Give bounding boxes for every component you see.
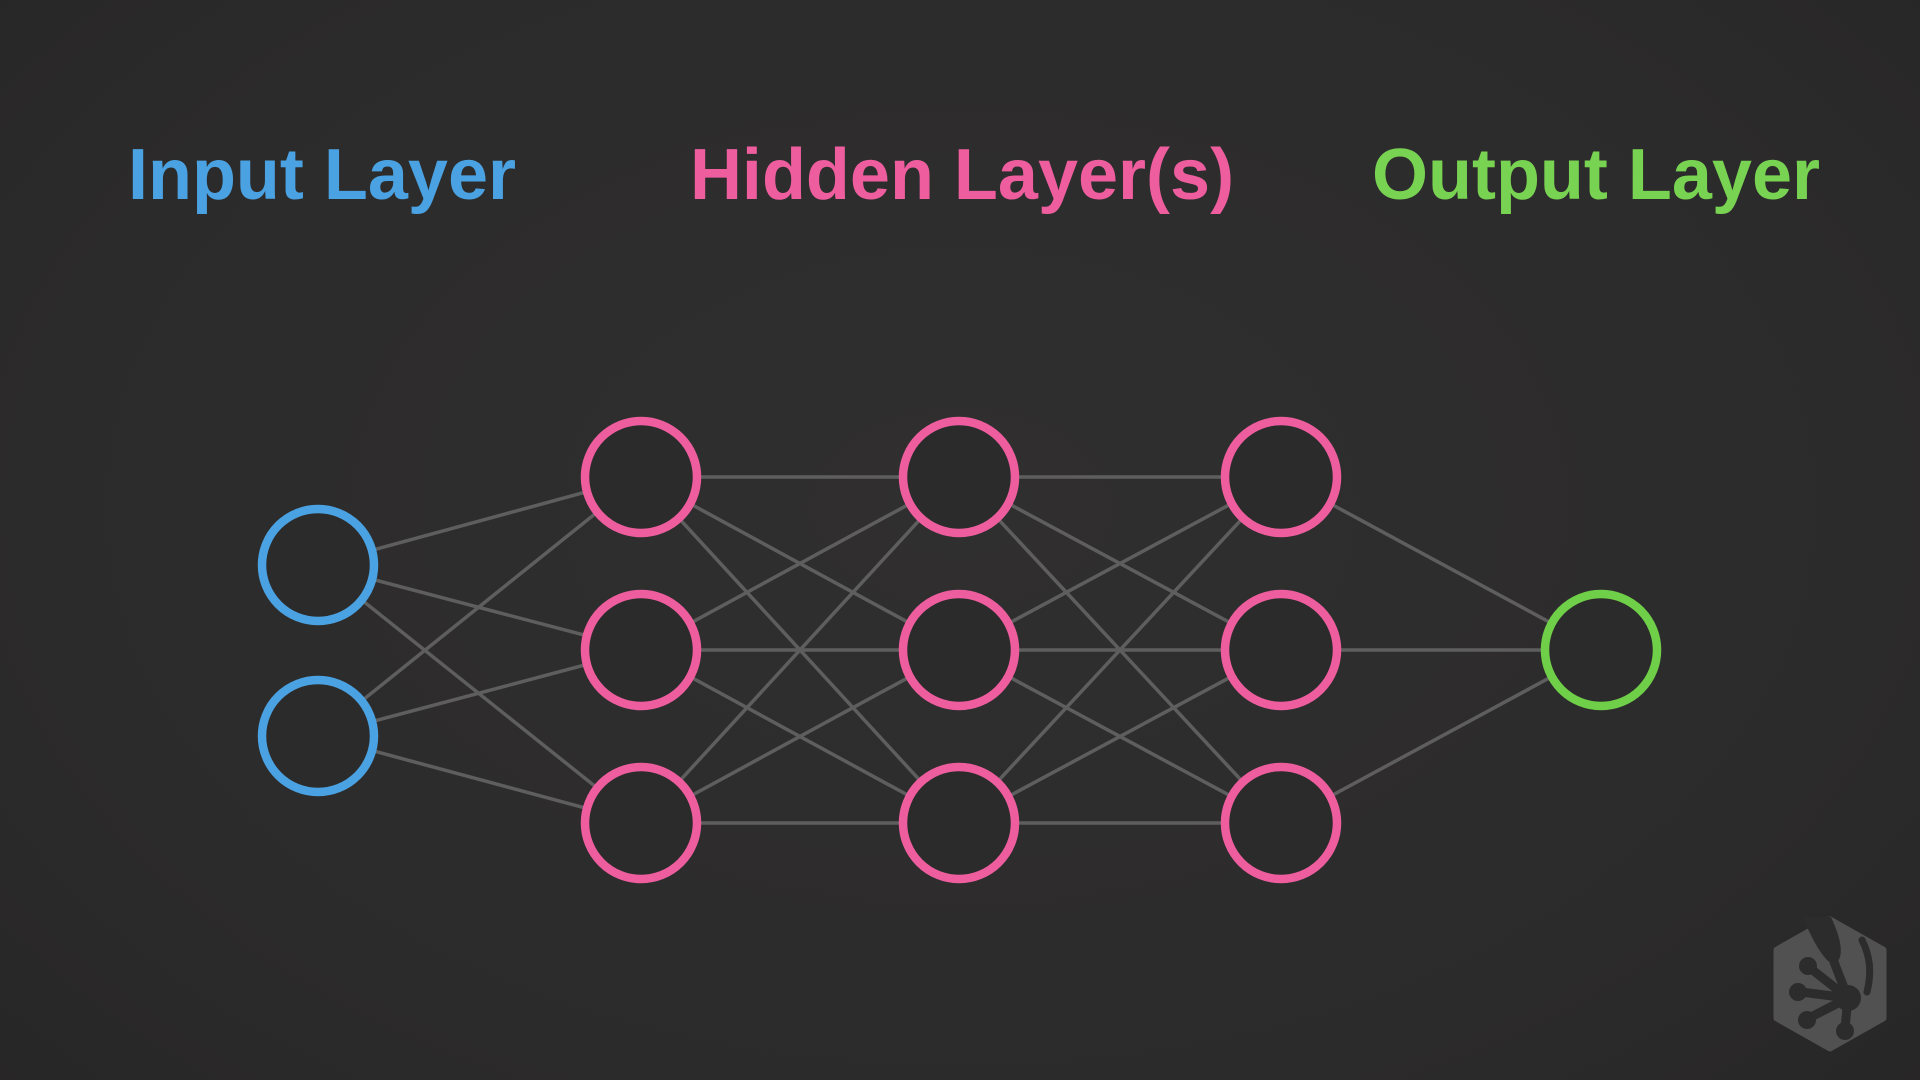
logo-frog-footprint bbox=[1789, 917, 1874, 1040]
node-hidden-3-2 bbox=[1220, 589, 1342, 711]
input-layer-title: Input Layer bbox=[127, 135, 517, 215]
edge-hidden-1-to-hidden-2 bbox=[640, 475, 960, 652]
edge-hidden-2-to-hidden-3 bbox=[957, 475, 1283, 825]
node-hidden-1-1 bbox=[580, 416, 702, 538]
node-hidden-3-1 bbox=[1220, 416, 1342, 538]
node-hidden-3-3 bbox=[1220, 762, 1342, 884]
edge-hidden-1-to-hidden-2 bbox=[640, 648, 960, 825]
edge-hidden-3-to-output bbox=[1280, 648, 1602, 825]
treehouse-logo-icon bbox=[1773, 916, 1887, 1052]
edge-hidden-3-to-output bbox=[1280, 475, 1602, 652]
node-hidden-2-2 bbox=[898, 589, 1020, 711]
node-hidden-1-2 bbox=[580, 589, 702, 711]
output-layer-title: Output Layer bbox=[1371, 135, 1821, 215]
node-hidden-2-1 bbox=[898, 416, 1020, 538]
node-input-2 bbox=[257, 675, 379, 797]
node-hidden-1-3 bbox=[580, 762, 702, 884]
node-output-1 bbox=[1540, 589, 1662, 711]
node-hidden-2-3 bbox=[898, 762, 1020, 884]
hidden-layer-title: Hidden Layer(s) bbox=[689, 135, 1235, 215]
edge-hidden-2-to-hidden-3 bbox=[958, 648, 1282, 825]
edge-hidden-1-to-hidden-2 bbox=[639, 475, 961, 825]
edge-input-to-hidden-1 bbox=[316, 475, 643, 738]
edge-hidden-2-to-hidden-3 bbox=[958, 475, 1282, 652]
node-input-1 bbox=[257, 504, 379, 626]
